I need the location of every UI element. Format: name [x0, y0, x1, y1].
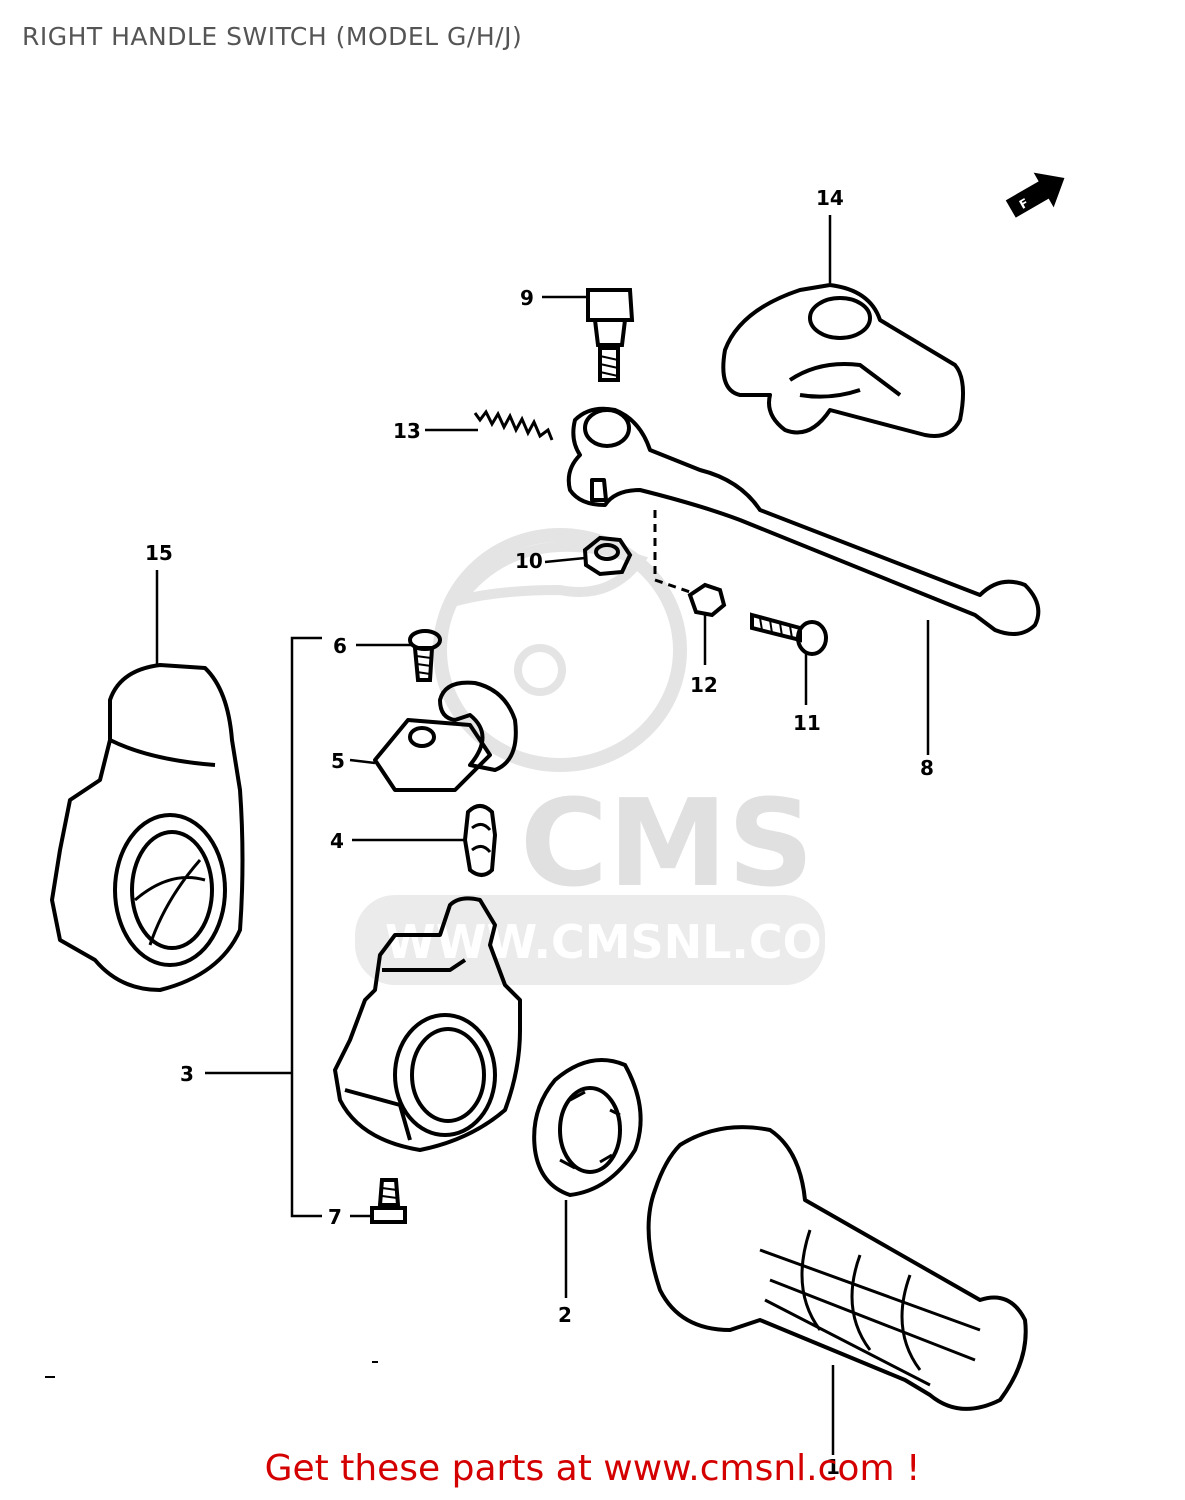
leader-lines [155, 215, 930, 1455]
part-4-clip [462, 804, 498, 877]
watermark-mascot-cap [447, 541, 649, 609]
watermark-banner [355, 895, 825, 985]
part-5-cable-holder [373, 680, 518, 792]
callout-1: 1 [826, 1455, 840, 1479]
part-11-screw [750, 612, 828, 656]
cmsnl-watermark: CMS WWW.CMSNL.COM [355, 528, 868, 985]
part-7-screw [370, 1178, 407, 1224]
callout-3: 3 [180, 1062, 194, 1086]
part-10-nut [582, 535, 633, 577]
callout-5: 5 [331, 749, 345, 773]
watermark-mascot-eye [514, 644, 566, 696]
callout-14: 14 [816, 186, 844, 210]
footer-link-text[interactable]: Get these parts at www.cmsnl.com ! [264, 1448, 921, 1489]
watermark-url: WWW.CMSNL.COM [385, 915, 868, 969]
watermark-brand: CMS [520, 775, 814, 914]
part-8-brake-lever [566, 406, 1041, 636]
part-12-small-nut [687, 582, 727, 618]
callout-8: 8 [920, 756, 934, 780]
part-13-spring [473, 409, 554, 441]
callout-4: 4 [330, 829, 344, 853]
callout-7: 7 [328, 1205, 342, 1229]
callout-15: 15 [145, 541, 173, 565]
callout-9: 9 [520, 286, 534, 310]
part-2-throttle-ring [532, 1058, 643, 1198]
part-9-pivot-bolt [586, 288, 635, 382]
front-arrow-icon: F [1005, 172, 1065, 218]
callout-6: 6 [333, 634, 347, 658]
callout-numbers: 9 14 13 10 12 11 8 15 6 5 4 3 7 2 1 [145, 186, 934, 1479]
callout-13: 13 [393, 419, 421, 443]
part-12-guide [653, 510, 691, 594]
part-14-lever-holder-cover [721, 283, 966, 438]
part-3-switch-housing [333, 896, 522, 1152]
callout-2: 2 [558, 1303, 572, 1327]
part-1-handle-grip [646, 1125, 1028, 1411]
watermark-mascot-head [433, 528, 687, 772]
part-6-screw [408, 629, 442, 682]
callout-12: 12 [690, 673, 718, 697]
callout-11: 11 [793, 711, 821, 735]
callout-10: 10 [515, 549, 543, 573]
page-title: RIGHT HANDLE SWITCH (MODEL G/H/J) [22, 22, 523, 51]
part-15-switch-cover [50, 663, 245, 992]
